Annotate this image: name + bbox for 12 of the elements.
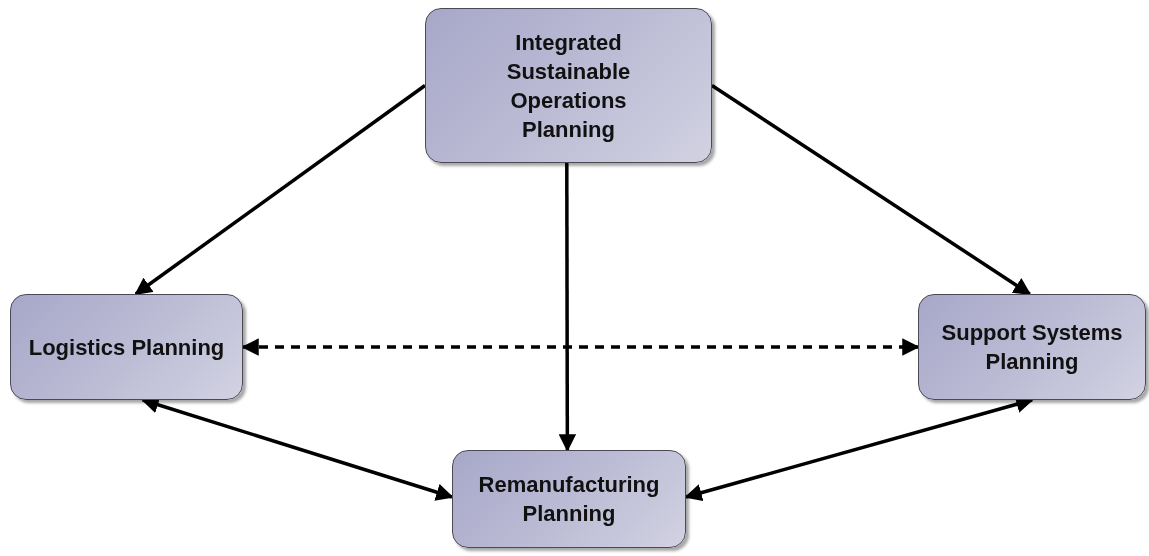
arrow bbox=[134, 84, 427, 296]
arrow bbox=[558, 163, 577, 452]
arrow bbox=[241, 338, 920, 356]
process-box bbox=[425, 8, 712, 163]
process-box bbox=[918, 294, 1146, 400]
box-label: Integrated Sustainable Operations Planning bbox=[505, 28, 632, 144]
process-box bbox=[452, 450, 686, 548]
box-label: Support Systems Planning bbox=[940, 319, 1124, 376]
box-label: Logistics Planning bbox=[28, 333, 225, 362]
box-label: Remanufacturing Planning bbox=[477, 471, 661, 528]
process-box bbox=[10, 294, 243, 400]
arrow bbox=[711, 84, 1032, 296]
